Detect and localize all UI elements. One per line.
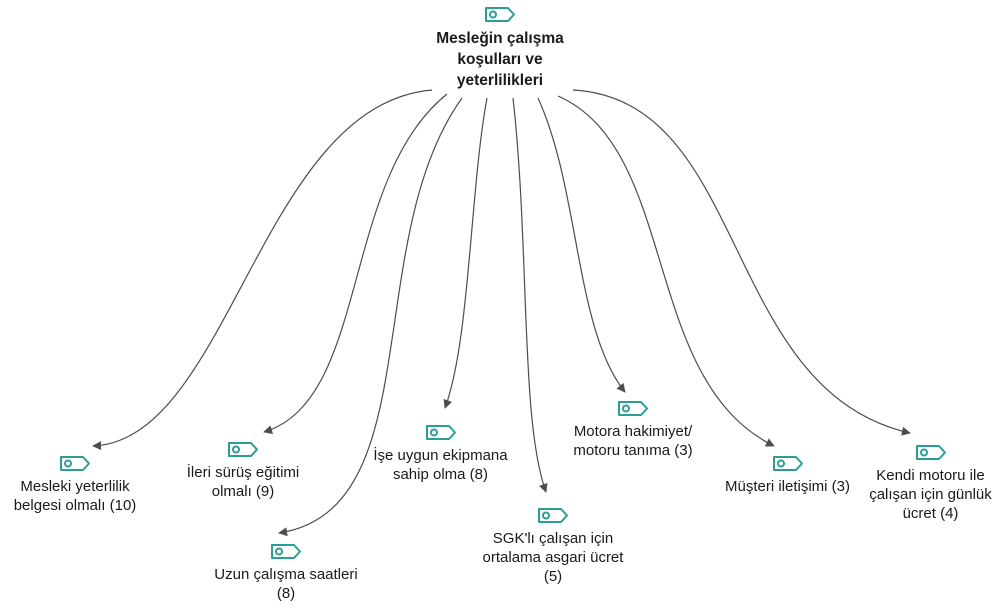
tag-icon (60, 456, 90, 471)
edge-1 (92, 89, 433, 451)
node-mesleki-yeterlilik: Mesleki yeterlilik belgesi olmalı (10) (0, 455, 150, 515)
node-label: Uzun çalışma saatleri (8) (214, 566, 358, 602)
edge-6 (537, 97, 626, 393)
edge-8 (572, 89, 911, 436)
tag-icon (228, 442, 258, 457)
node-label: SGK'lı çalışan için ortalama asgari ücre… (482, 530, 624, 585)
node-uzun-calisma: Uzun çalışma saatleri (8) (191, 543, 381, 603)
node-label: İşe uygun ekipmana sahip olma (8) (373, 447, 508, 483)
tag-icon (538, 508, 568, 523)
node-label: Mesleki yeterlilik belgesi olmalı (10) (13, 478, 137, 514)
root-node: Mesleğin çalışma koşulları ve yeterlilik… (400, 6, 600, 91)
tag-icon (271, 544, 301, 559)
node-musteri-iletisimi: Müşteri iletişimi (3) (705, 455, 870, 496)
node-ileri-surus: İleri sürüş eğitimi olmalı (9) (163, 441, 323, 501)
edge-4 (443, 97, 488, 409)
tag-icon (425, 425, 456, 440)
node-label: Müşteri iletişimi (3) (724, 478, 850, 495)
node-label: Kendi motoru ile çalışan için günlük ücr… (869, 467, 992, 522)
tag-icon (772, 456, 803, 471)
node-ekipman: İşe uygun ekipmana sahip olma (8) (358, 424, 523, 484)
edge-5 (512, 97, 548, 493)
tag-icon (915, 445, 946, 460)
node-label: İleri sürüş eğitimi olmalı (9) (186, 464, 300, 500)
node-sgk-ucret: SGK'lı çalışan için ortalama asgari ücre… (458, 507, 648, 586)
node-gunluk-ucret: Kendi motoru ile çalışan için günlük ücr… (853, 444, 1005, 523)
edge-2 (263, 93, 448, 434)
node-motora-hakimiyet: Motora hakimiyet/ motoru tanıma (3) (553, 400, 713, 460)
edge-7 (557, 95, 775, 447)
tag-icon (485, 7, 515, 22)
edge-3 (278, 97, 463, 537)
root-label: Mesleğin çalışma koşulları ve yeterlilik… (436, 30, 564, 89)
node-label: Motora hakimiyet/ motoru tanıma (3) (573, 423, 693, 459)
tag-icon (618, 401, 648, 416)
